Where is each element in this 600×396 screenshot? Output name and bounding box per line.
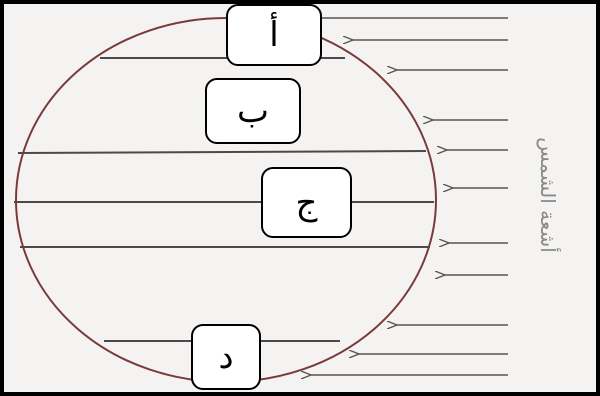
label-d: د bbox=[191, 324, 261, 390]
sun-rays-label: أشعة الشمس bbox=[508, 90, 588, 300]
label-a: أ bbox=[226, 4, 322, 66]
label-b: ب bbox=[205, 78, 301, 144]
label-c: ج bbox=[261, 167, 352, 238]
latitude-line bbox=[17, 150, 427, 154]
sun-rays-label-text: أشعة الشمس bbox=[536, 137, 561, 253]
sun-rays bbox=[310, 18, 508, 375]
